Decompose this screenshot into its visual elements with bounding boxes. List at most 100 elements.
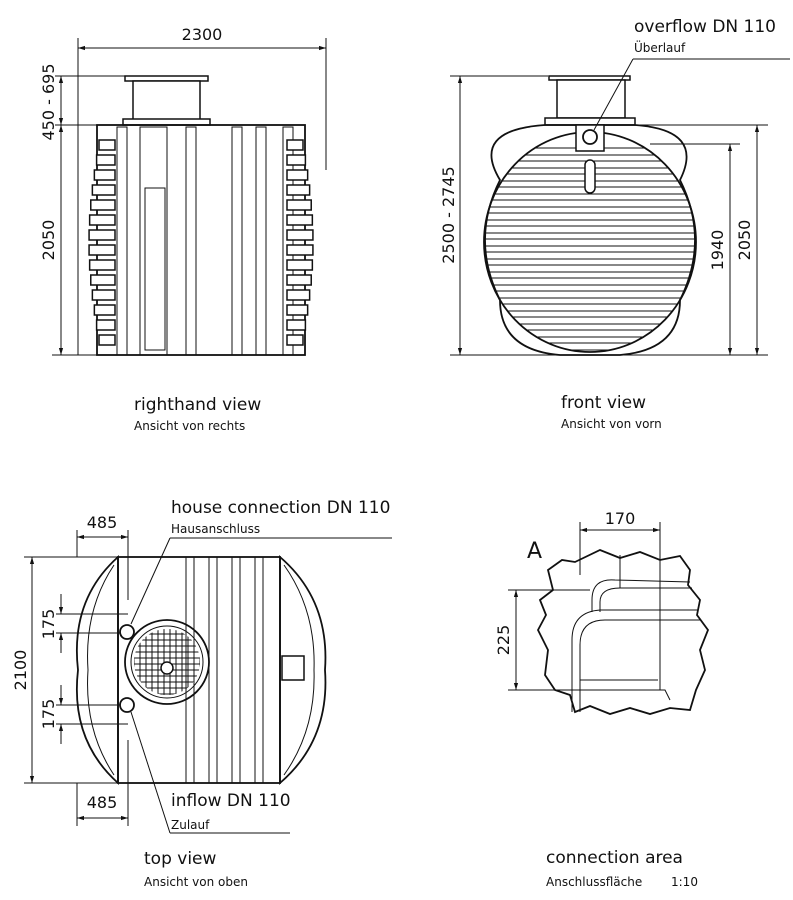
overflow-sublabel: Überlauf bbox=[634, 39, 686, 55]
inflow-sublabel: Zulauf bbox=[171, 818, 210, 832]
dim-175-bottom-label: 175 bbox=[39, 699, 58, 730]
dimension-offset-top: 485 bbox=[76, 513, 129, 600]
slat bbox=[484, 199, 696, 208]
top-view-drawing bbox=[75, 554, 327, 786]
side-fin bbox=[286, 319, 307, 331]
house-connection-sublabel: Hausanschluss bbox=[171, 522, 260, 536]
side-fin bbox=[95, 319, 116, 331]
overflow-label: overflow DN 110 bbox=[634, 17, 776, 37]
dimension-width: 170 bbox=[579, 509, 661, 575]
side-fin bbox=[286, 169, 309, 181]
righthand-view-drawing bbox=[88, 75, 314, 356]
side-fin bbox=[286, 334, 304, 346]
side-fin bbox=[88, 244, 116, 256]
side-fin bbox=[286, 154, 307, 166]
slat bbox=[484, 264, 696, 273]
front-view-drawing bbox=[483, 75, 697, 356]
side-fin bbox=[286, 229, 314, 241]
connection-area: A 170 225 connection area Anschlussfläch… bbox=[494, 509, 710, 889]
slat bbox=[484, 277, 696, 286]
side-fin bbox=[90, 199, 116, 211]
dimension-height: 2050 bbox=[635, 124, 768, 355]
side-fin bbox=[98, 334, 116, 346]
side-fin bbox=[88, 229, 116, 241]
slat bbox=[484, 251, 696, 260]
side-fin bbox=[286, 184, 311, 196]
slat bbox=[484, 212, 696, 221]
view-subtitle: Ansicht von oben bbox=[144, 875, 248, 889]
side-fin bbox=[98, 139, 116, 151]
side-fin bbox=[286, 259, 314, 271]
dimension-riser-height: 450 - 695 bbox=[39, 63, 125, 141]
detail-label: A bbox=[527, 539, 542, 564]
tank-rib bbox=[231, 556, 241, 784]
front-view: overflow DN 110 Überlauf 2500 - 2745 194… bbox=[439, 17, 790, 431]
scale-label: 1:10 bbox=[671, 875, 698, 889]
side-fin bbox=[93, 304, 116, 316]
side-fin bbox=[286, 244, 314, 256]
overflow-callout: overflow DN 110 Überlauf bbox=[593, 17, 790, 131]
dim-2050-label: 2050 bbox=[735, 220, 754, 261]
connection-area-drawing bbox=[536, 549, 710, 715]
slat bbox=[484, 225, 696, 234]
dim-225-label: 225 bbox=[494, 625, 513, 656]
dim-485-bottom-label: 485 bbox=[87, 793, 118, 812]
dim-2050-label: 2050 bbox=[39, 220, 58, 261]
view-title: connection area bbox=[546, 848, 683, 868]
dim-2500-2745-label: 2500 - 2745 bbox=[439, 166, 458, 263]
side-fin bbox=[286, 214, 314, 226]
dimension-height: 2050 bbox=[39, 125, 118, 356]
dim-485-top-label: 485 bbox=[87, 513, 118, 532]
slat bbox=[484, 342, 696, 351]
side-fin bbox=[91, 289, 116, 301]
side-fin bbox=[88, 214, 116, 226]
tank-rib bbox=[185, 126, 197, 356]
dim-1940-label: 1940 bbox=[708, 230, 727, 271]
tank-rib bbox=[255, 126, 267, 356]
dim-2300-label: 2300 bbox=[182, 25, 223, 44]
dimension-width: 2300 bbox=[77, 25, 327, 355]
dim-170-label: 170 bbox=[605, 509, 636, 528]
inflow-label: inflow DN 110 bbox=[171, 791, 291, 811]
dim-175-top-label: 175 bbox=[39, 609, 58, 640]
side-fin bbox=[286, 199, 312, 211]
chamber-wall bbox=[144, 187, 166, 351]
slat bbox=[484, 238, 696, 247]
view-subtitle: Ansicht von rechts bbox=[134, 419, 245, 433]
dim-2100-label: 2100 bbox=[11, 650, 30, 691]
dimension-width: 2100 bbox=[11, 556, 118, 784]
side-fin bbox=[286, 139, 304, 151]
side-fin bbox=[88, 259, 116, 271]
slat bbox=[484, 329, 696, 338]
dimension-offset-bottom: 485 bbox=[76, 740, 129, 826]
righthand-view: 2300 450 - 695 2050 righthand view Ansic… bbox=[39, 25, 327, 433]
side-fin bbox=[95, 154, 116, 166]
tank-rib bbox=[231, 126, 243, 356]
view-subtitle: Ansicht von vorn bbox=[561, 417, 662, 431]
view-title: righthand view bbox=[134, 395, 261, 415]
view-title: top view bbox=[144, 849, 217, 869]
inflow-callout: inflow DN 110 Zulauf bbox=[130, 711, 291, 834]
house-connection-callout: house connection DN 110 Hausanschluss bbox=[130, 498, 392, 625]
view-title: front view bbox=[561, 393, 646, 413]
dimension-overflow-height: 1940 bbox=[650, 143, 740, 355]
dimension-total-height: 2500 - 2745 bbox=[439, 75, 768, 356]
top-view: house connection DN 110 Hausanschluss in… bbox=[11, 498, 392, 889]
dimension-pipe-top: 175 bbox=[39, 594, 128, 653]
slat bbox=[484, 303, 696, 312]
slat bbox=[484, 316, 696, 325]
side-fin bbox=[90, 274, 116, 286]
house-connection-label: house connection DN 110 bbox=[171, 498, 390, 518]
dimension-pipe-bottom: 175 bbox=[39, 685, 128, 744]
dimension-height: 225 bbox=[494, 589, 590, 691]
side-fin bbox=[91, 184, 116, 196]
tank-rib bbox=[254, 556, 264, 784]
side-fin bbox=[286, 274, 312, 286]
tank-rib bbox=[208, 556, 218, 784]
slat bbox=[484, 290, 696, 299]
dim-450-695-label: 450 - 695 bbox=[39, 63, 58, 140]
side-fin bbox=[93, 169, 116, 181]
view-subtitle: Anschlussfläche bbox=[546, 875, 642, 889]
tank-rib bbox=[139, 126, 168, 356]
